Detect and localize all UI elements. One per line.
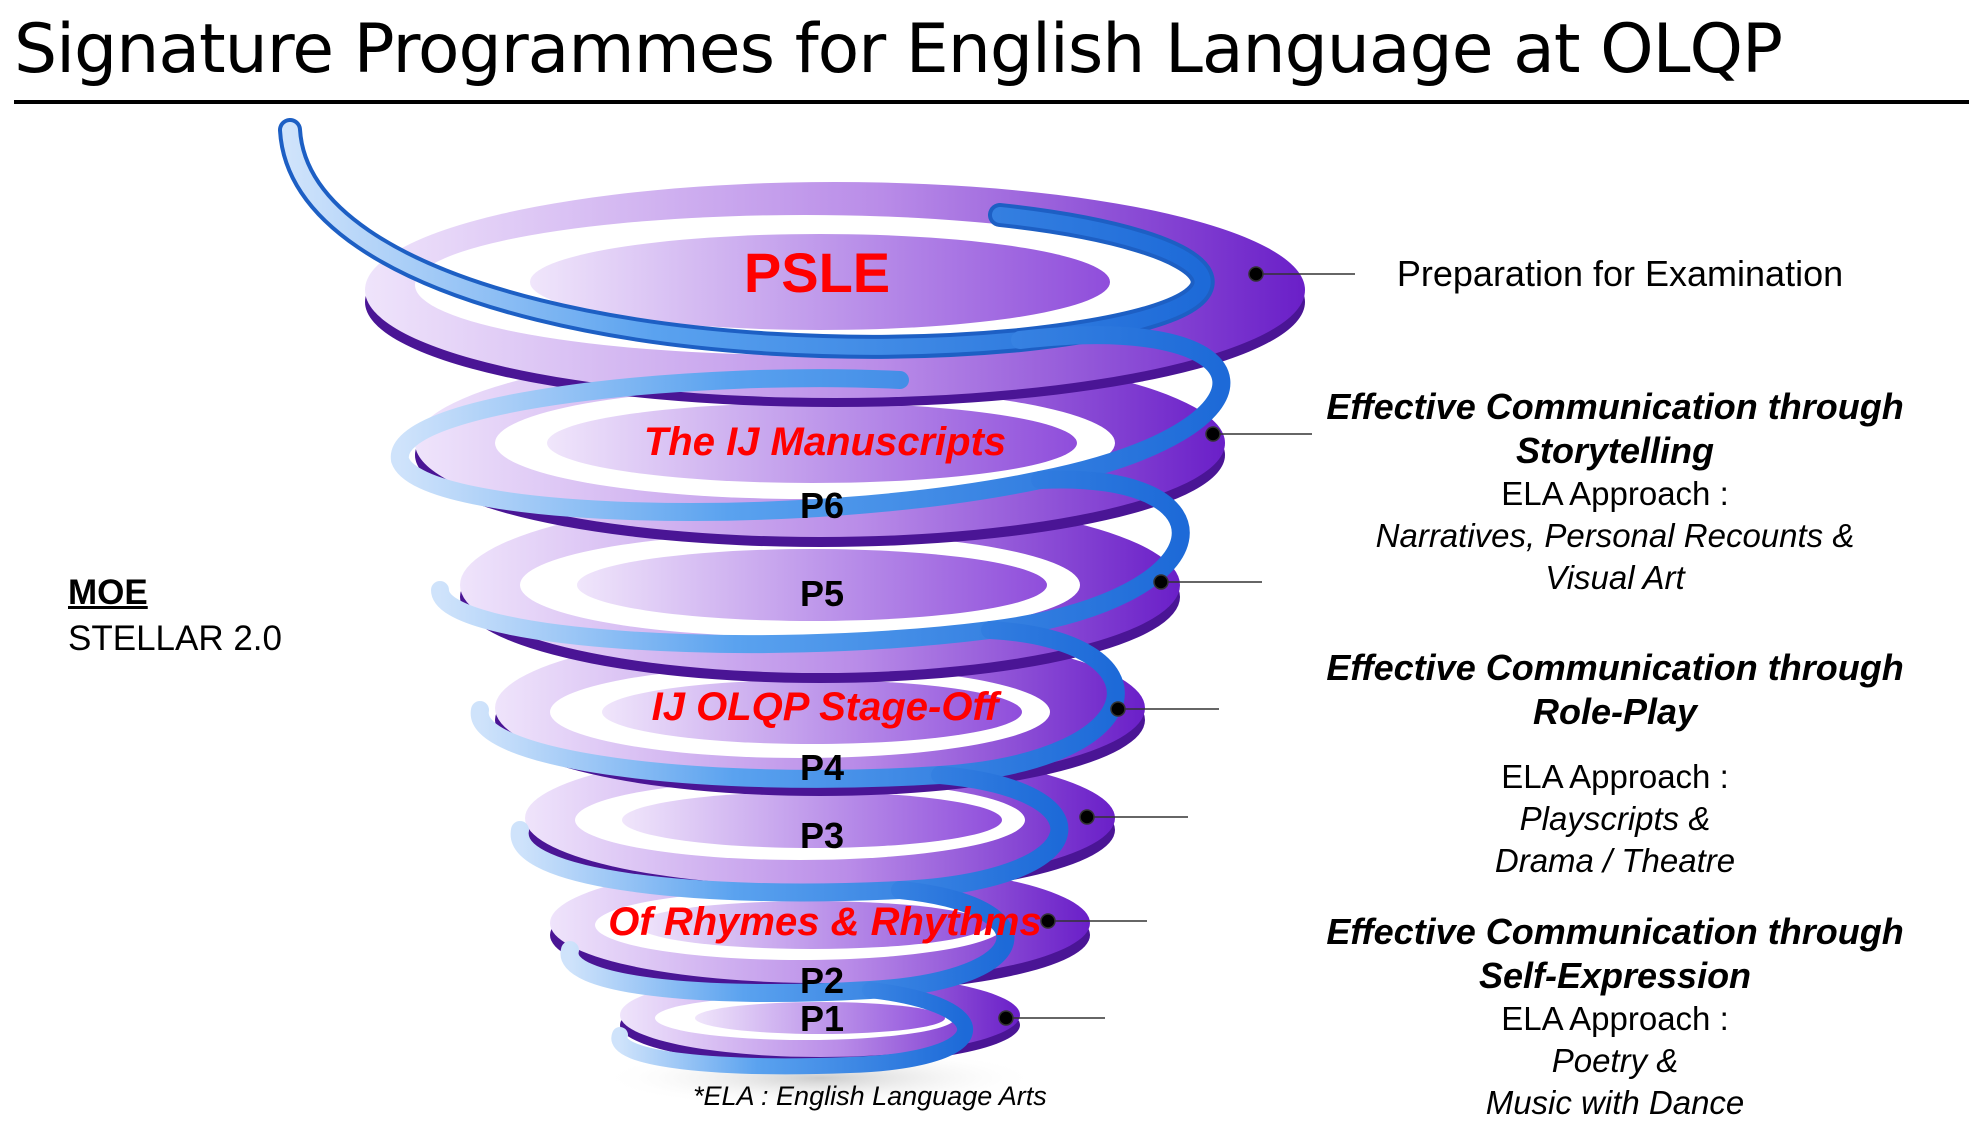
selfexpression-detail-1: Poetry & [1551, 1042, 1679, 1079]
page-title: Signature Programmes for English Languag… [14, 0, 1969, 104]
storytelling-approach: ELA Approach : [1501, 475, 1729, 512]
moe-title: MOE [68, 573, 148, 612]
roleplay-approach: ELA Approach : [1501, 758, 1729, 795]
roleplay-heading-2: Role-Play [1532, 691, 1698, 732]
selfexpression-heading-1: Effective Communication through [1326, 911, 1904, 952]
selfexpression-approach: ELA Approach : [1501, 1000, 1729, 1037]
footnote: *ELA : English Language Arts [693, 1081, 1047, 1111]
p2-label: P2 [799, 960, 845, 1001]
p6-label: P6 [799, 485, 845, 526]
selfexpression-block: Effective Communication through Self-Exp… [1270, 910, 1960, 1124]
p1-label: P1 [799, 998, 845, 1039]
stage-off-label: IJ OLQP Stage-Off [651, 685, 999, 729]
leader-lines [998, 266, 1355, 1026]
ring-p2 [550, 863, 1090, 993]
moe-block: MOE STELLAR 2.0 [68, 570, 282, 662]
psle-label: PSLE [743, 241, 891, 304]
selfexpression-heading-2: Self-Expression [1478, 955, 1752, 996]
p5-label: P5 [799, 573, 845, 614]
roleplay-detail-1: Playscripts & [1519, 800, 1711, 837]
roleplay-block: Effective Communication through Role-Pla… [1270, 646, 1960, 882]
storytelling-detail-2: Visual Art [1545, 559, 1685, 596]
storytelling-heading-1: Effective Communication through [1326, 386, 1904, 427]
storytelling-heading-2: Storytelling [1515, 430, 1715, 471]
moe-subtitle: STELLAR 2.0 [68, 619, 282, 658]
spiral-ribbon [278, 118, 1231, 1075]
storytelling-detail-1: Narratives, Personal Recounts & [1375, 517, 1855, 554]
roleplay-heading-1: Effective Communication through [1326, 647, 1904, 688]
rhymes-label: Of Rhymes & Rhythms [608, 900, 1042, 944]
selfexpression-detail-2: Music with Dance [1485, 1084, 1745, 1121]
p3-label: P3 [799, 815, 845, 856]
p4-label: P4 [799, 747, 845, 788]
storytelling-block: Effective Communication through Storytel… [1270, 385, 1960, 599]
exam-description: Preparation for Examination [1396, 253, 1844, 294]
roleplay-detail-2: Drama / Theatre [1494, 842, 1736, 879]
manuscripts-label: The IJ Manuscripts [643, 420, 1007, 464]
